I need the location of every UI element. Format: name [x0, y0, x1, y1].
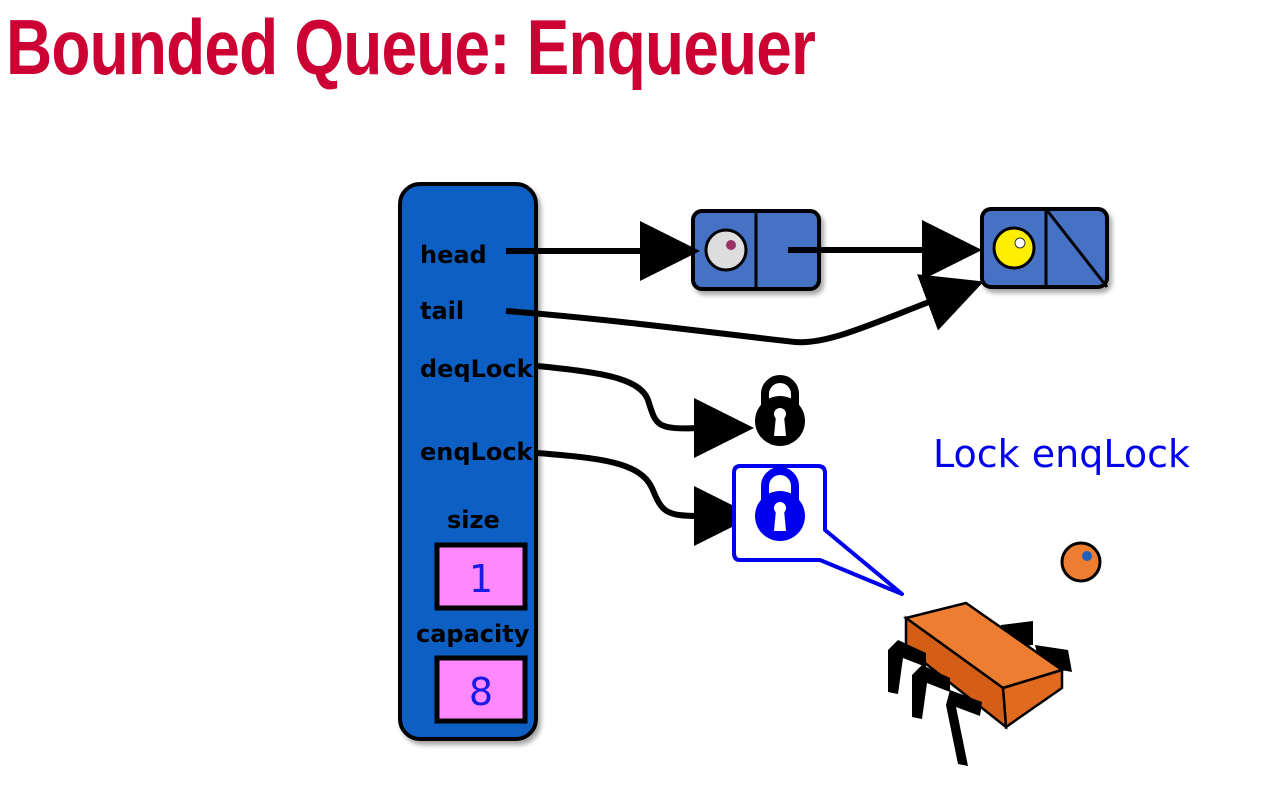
deqlock-padlock-icon [755, 375, 805, 446]
enqlock-pointer-arrow [536, 450, 754, 546]
tail-field-label: tail [420, 297, 464, 325]
enqlock-padlock-icon [755, 467, 805, 541]
size-value-box: 1 [434, 542, 528, 611]
sentinel-item-ball-icon [704, 228, 748, 272]
capacity-value-box: 8 [434, 655, 528, 724]
tail-pointer-arrow [505, 274, 984, 346]
deqlock-field-label: deqLock [420, 355, 534, 383]
capacity-field-label: capacity [416, 620, 530, 648]
null-pointer-slash [1044, 208, 1109, 288]
slide-title: Bounded Queue: Enqueuer [6, 3, 816, 91]
size-field-label: size [447, 506, 500, 534]
head-field-label: head [420, 241, 487, 269]
enqlock-held-callout [732, 464, 904, 596]
lock-enqlock-caption: Lock enqLock [933, 432, 1190, 476]
enqlock-field-label: enqLock [420, 438, 534, 466]
new-item-ball-icon [1060, 541, 1102, 583]
enqueuer-thread-bug-icon [888, 601, 1072, 766]
capacity-value: 8 [469, 670, 493, 714]
tail-item-ball-icon [992, 226, 1036, 270]
size-value: 1 [469, 557, 493, 601]
tail-node [980, 207, 1109, 289]
deqlock-pointer-arrow [536, 363, 754, 458]
